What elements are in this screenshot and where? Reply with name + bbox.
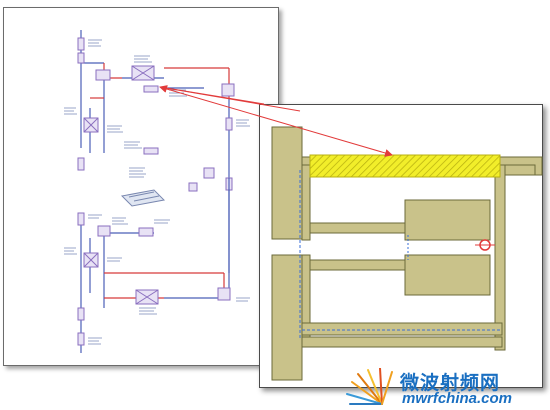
- right-vertical[interactable]: [494, 164, 506, 351]
- pad-lower-right[interactable]: [404, 254, 491, 296]
- ground[interactable]: [188, 182, 198, 192]
- highlighted-transmission-line[interactable]: [309, 154, 501, 178]
- mid-line-upper[interactable]: [309, 222, 406, 234]
- mid-line-lower[interactable]: [309, 259, 406, 271]
- resistor[interactable]: [225, 117, 233, 131]
- vertical-stub[interactable]: [301, 164, 311, 241]
- resistor[interactable]: [77, 307, 85, 321]
- bottom-strip[interactable]: [301, 322, 503, 336]
- resistor[interactable]: [77, 157, 85, 171]
- logo-chinese-text: 微波射频网: [400, 372, 501, 394]
- substrate-icon: [120, 189, 166, 207]
- pad-upper-right[interactable]: [404, 199, 491, 241]
- logo-burst-icon: [346, 368, 393, 405]
- layout-zoom-panel[interactable]: [259, 104, 543, 388]
- capacitor[interactable]: [77, 332, 85, 346]
- upper-components: [77, 37, 235, 192]
- lower-components: [77, 212, 231, 346]
- tline[interactable]: [143, 85, 159, 93]
- tee-junction[interactable]: [97, 225, 111, 237]
- logo-site-text: mwrfchina.com: [402, 390, 513, 407]
- schematic-panel[interactable]: [3, 7, 279, 366]
- bend[interactable]: [221, 83, 235, 97]
- lower-amplifier-branch: [80, 178, 230, 353]
- tline[interactable]: [138, 227, 154, 237]
- tee-junction[interactable]: [95, 69, 111, 81]
- layout-canvas[interactable]: [260, 105, 544, 389]
- capacitor[interactable]: [77, 52, 85, 64]
- pad-bottom-left[interactable]: [271, 254, 303, 381]
- schematic-canvas[interactable]: [4, 8, 280, 367]
- substrate-block[interactable]: [143, 147, 159, 155]
- resistor[interactable]: [77, 37, 85, 51]
- port[interactable]: [203, 167, 215, 179]
- pad-top-left[interactable]: [271, 126, 303, 240]
- resistor[interactable]: [77, 212, 85, 226]
- site-logo: 微波射频网 mwrfchina.com: [342, 368, 542, 408]
- right-top-stub[interactable]: [504, 164, 536, 176]
- bottom-strip-2[interactable]: [301, 336, 503, 348]
- bend[interactable]: [217, 287, 231, 301]
